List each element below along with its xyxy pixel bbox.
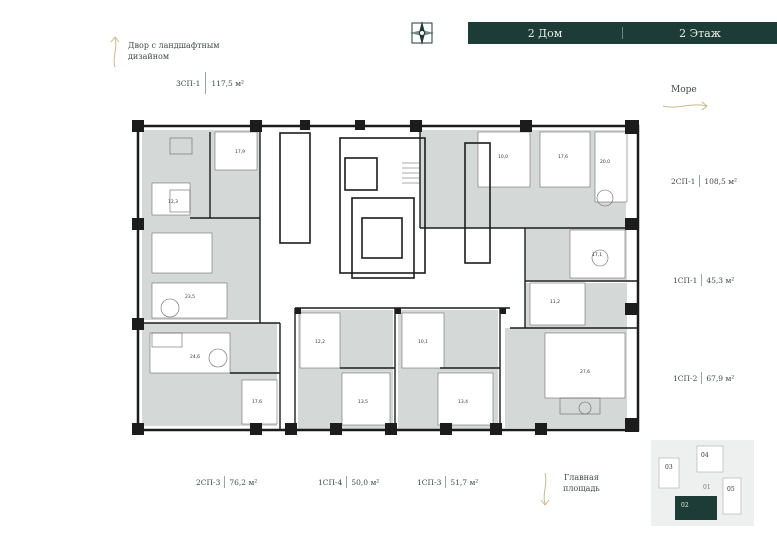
- columns: [132, 120, 639, 435]
- stairs: [402, 162, 420, 184]
- svg-text:17,6: 17,6: [558, 154, 568, 160]
- unit-area: 45,3 м²: [706, 275, 735, 285]
- minimap-section-03[interactable]: 03: [665, 464, 673, 471]
- minimap-section-04[interactable]: 04: [701, 452, 709, 459]
- header-divider: [622, 27, 623, 39]
- unit-label-1sp2[interactable]: 1СП-2 67,9 м²: [673, 372, 734, 384]
- svg-text:27,6: 27,6: [580, 369, 590, 375]
- minimap-block-03: [658, 457, 680, 489]
- svg-text:10,0: 10,0: [498, 154, 508, 160]
- unit-area: 67,9 м²: [706, 373, 735, 383]
- arrow-down-icon: [538, 472, 552, 506]
- minimap-section-05[interactable]: 05: [727, 486, 735, 493]
- unit-name: 2СП-3: [196, 477, 221, 487]
- unit-label-1sp4[interactable]: 1СП-4 50,0 м²: [318, 476, 379, 488]
- floor-label[interactable]: 2 Этаж: [679, 26, 721, 40]
- main-square-label: Главная площадь: [563, 472, 600, 494]
- svg-text:17,1: 17,1: [592, 252, 602, 258]
- unit-area: 117,5 м²: [211, 78, 245, 88]
- minimap-section-02[interactable]: 02: [681, 502, 689, 509]
- unit-area: 76,2 м²: [229, 477, 258, 487]
- unit-name: 3СП-1: [176, 78, 201, 88]
- sea-label: Море: [671, 85, 697, 95]
- unit-divider: [346, 476, 348, 488]
- courtyard-label: Двор с ландшафтным дизайном: [128, 40, 219, 62]
- compass-icon: [409, 20, 435, 46]
- unit-area: 50,0 м²: [351, 477, 380, 487]
- courtyard-label-line1: Двор с ландшафтным: [128, 41, 220, 50]
- minimap-block-05: [722, 477, 742, 515]
- courtyard-label-line2: дизайном: [128, 52, 170, 61]
- arrow-right-icon: [662, 97, 708, 111]
- unit-label-1sp1[interactable]: 1СП-1 45,3 м²: [673, 274, 734, 286]
- unit-name: 1СП-4: [318, 477, 343, 487]
- svg-text:13,5: 13,5: [358, 399, 368, 405]
- core-walls: [279, 132, 491, 279]
- svg-text:11,2: 11,2: [550, 299, 560, 305]
- svg-text:24,6: 24,6: [190, 354, 200, 360]
- floor-plan: 17,9 12,3 23,5 24,6 17,6 12,2 13,5 10,1 13,4…: [93, 75, 645, 438]
- unit-divider: [224, 476, 226, 488]
- unit-divider: [699, 175, 701, 187]
- main-square-line1: Главная: [563, 473, 599, 482]
- svg-text:23,5: 23,5: [185, 294, 195, 300]
- svg-text:10,1: 10,1: [418, 339, 428, 345]
- svg-text:20,0: 20,0: [600, 159, 610, 165]
- unit-divider: [701, 274, 703, 286]
- building-label[interactable]: 2 Дом: [527, 26, 563, 40]
- unit-name: 1СП-3: [417, 477, 442, 487]
- unit-divider: [701, 372, 703, 384]
- unit-area: 108,5 м²: [704, 176, 738, 186]
- minimap-block-02-active: [675, 496, 717, 520]
- main-square-line2: площадь: [563, 484, 600, 493]
- svg-text:12,3: 12,3: [168, 199, 178, 205]
- unit-divider: [445, 476, 447, 488]
- arrow-up-icon: [108, 36, 122, 68]
- unit-label-3sp1[interactable]: 3СП-1 117,5 м²: [176, 72, 244, 94]
- unit-label-2sp1[interactable]: 2СП-1 108,5 м²: [671, 175, 737, 187]
- unit-name: 1СП-2: [673, 373, 698, 383]
- unit-name: 2СП-1: [671, 176, 696, 186]
- svg-text:17,6: 17,6: [252, 399, 262, 405]
- unit-label-1sp3[interactable]: 1СП-3 51,7 м²: [417, 476, 478, 488]
- svg-text:12,2: 12,2: [315, 339, 325, 345]
- unit-area: 51,7 м²: [450, 477, 479, 487]
- minimap[interactable]: 03 04 01 05 02: [651, 440, 754, 526]
- unit-divider: [205, 72, 207, 94]
- header-bar: 2 Дом 2 Этаж: [468, 22, 777, 44]
- svg-text:17,9: 17,9: [235, 149, 245, 155]
- minimap-block-04: [696, 445, 724, 473]
- svg-text:13,4: 13,4: [458, 399, 468, 405]
- minimap-section-01[interactable]: 01: [703, 484, 711, 491]
- rooms: [149, 131, 628, 426]
- interior-walls: [138, 126, 638, 430]
- unit-label-2sp3[interactable]: 2СП-3 76,2 м²: [196, 476, 257, 488]
- unit-name: 1СП-1: [673, 275, 698, 285]
